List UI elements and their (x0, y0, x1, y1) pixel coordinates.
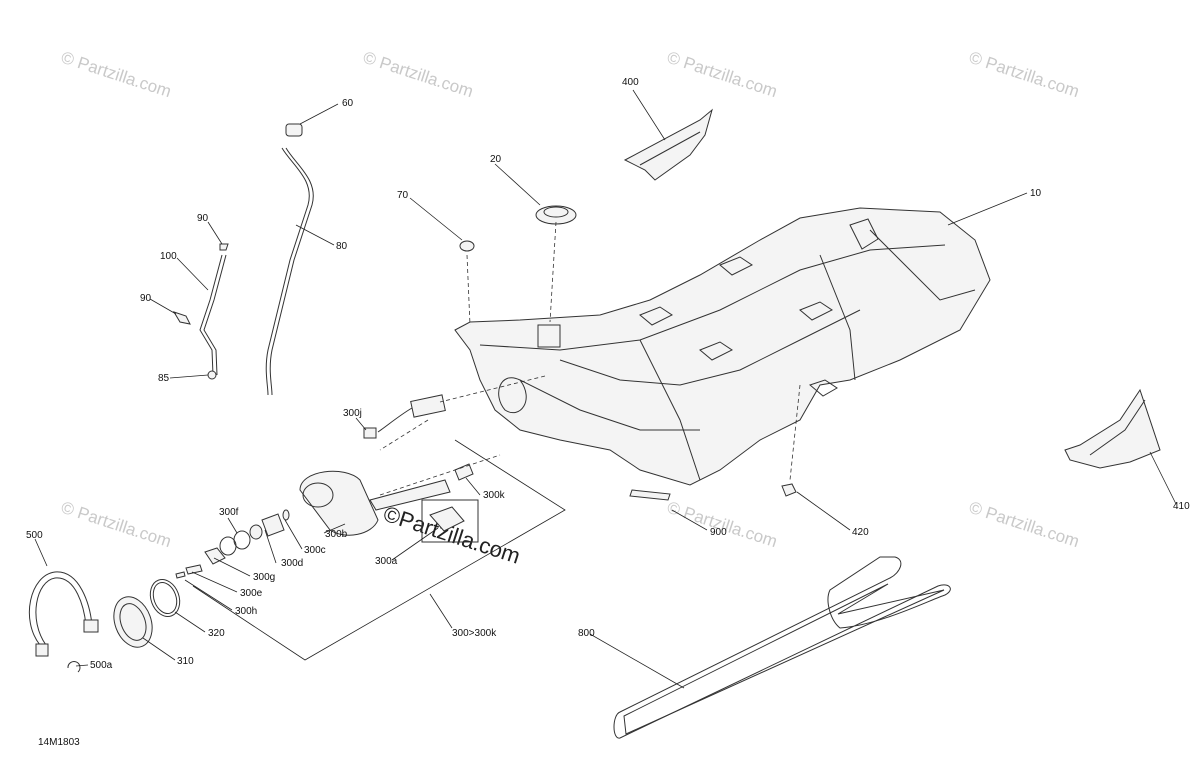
bumper-part (781, 483, 797, 497)
lock-ring (113, 596, 153, 648)
assembly-lines (192, 221, 801, 661)
watermark: © Partzilla.com (967, 48, 1082, 101)
watermark: © Partzilla.com (665, 498, 780, 551)
callout-300g: 300g (253, 572, 275, 583)
callout-90: 90 (197, 213, 209, 224)
callout-300e: 300e (240, 588, 263, 599)
heat-shield-right (1064, 388, 1161, 469)
callout-60: 60 (342, 98, 354, 109)
callout-320: 320 (208, 628, 225, 639)
grommet-part (459, 240, 475, 252)
gasket-part (613, 556, 951, 739)
fuel-tank (454, 207, 991, 486)
callout-20: 20 (490, 154, 502, 165)
callout-500a: 500a (90, 660, 113, 671)
callout-90: 90 (140, 293, 152, 304)
callout-300d: 300d (281, 558, 303, 569)
callout-100: 100 (160, 251, 177, 262)
fuel-line (28, 571, 99, 673)
fuel-cap (535, 205, 577, 225)
watermark: © Partzilla.com (361, 48, 476, 101)
fuel-pump-assembly (175, 463, 479, 579)
drain-hose (172, 243, 229, 380)
diagram-code: 14M1803 (38, 737, 80, 748)
level-sensor (363, 394, 446, 439)
callout-800: 800 (578, 628, 595, 639)
callout-420: 420 (852, 527, 869, 538)
callout-300h: 300h (235, 606, 257, 617)
callout-300k: 300k (483, 490, 506, 501)
callout-400: 400 (622, 77, 639, 88)
callout-300c: 300c (304, 545, 326, 556)
callout-70: 70 (397, 190, 409, 201)
callout-300a: 300a (375, 556, 398, 567)
callout-310: 310 (177, 656, 194, 667)
seal-ring (149, 579, 181, 617)
callout-85: 85 (158, 373, 170, 384)
leader-lines (34, 89, 1177, 689)
callout-300-range: 300>300k (452, 628, 497, 639)
watermark: © Partzilla.com (967, 498, 1082, 551)
callout-900: 900 (710, 527, 727, 538)
callout-300j: 300j (343, 408, 362, 419)
callout-300f: 300f (219, 507, 239, 518)
callout-410: 410 (1173, 501, 1190, 512)
callout-500: 500 (26, 530, 43, 541)
heat-shield-top (623, 108, 713, 181)
pad-part (629, 489, 671, 501)
watermark: © Partzilla.com (665, 48, 780, 101)
callout-80: 80 (336, 241, 348, 252)
callout-labels: 60 400 20 70 10 90 80 100 90 85 300j 300… (26, 77, 1190, 671)
watermark: © Partzilla.com (59, 498, 174, 551)
callout-10: 10 (1030, 188, 1042, 199)
watermark: © Partzilla.com (59, 48, 174, 101)
vent-hose (265, 123, 314, 396)
callout-300b: 300b (325, 529, 348, 540)
